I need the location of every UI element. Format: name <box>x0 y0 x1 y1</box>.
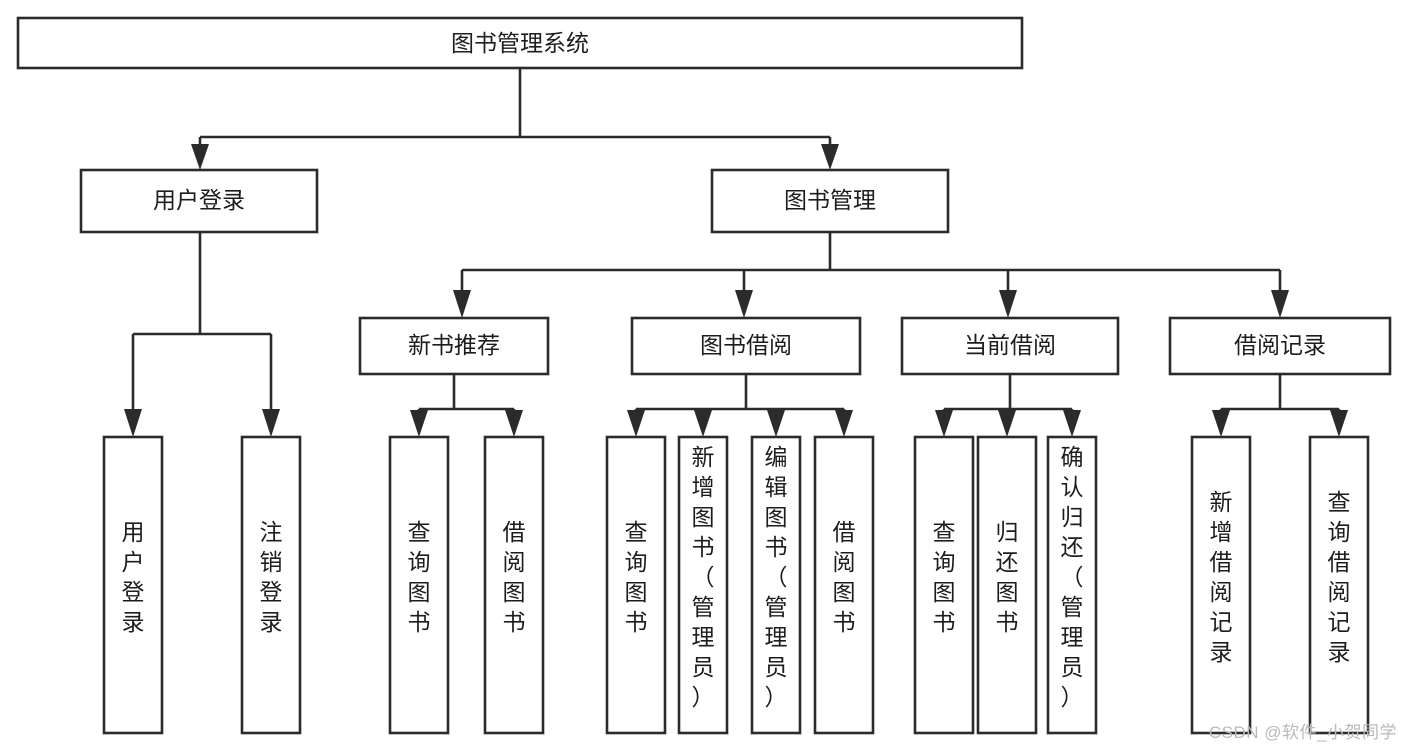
node-leaf-query-book-3-rect[interactable] <box>913 435 975 735</box>
node-leaf-user-login-label: 用户登录 <box>122 519 145 635</box>
node-leaf-return-book-label: 归还图书 <box>996 519 1019 635</box>
node-leaf-add-borrow-record[interactable]: 新增借阅记录 <box>1190 435 1252 735</box>
node-book-manage-label: 图书管理 <box>784 187 876 213</box>
node-leaf-borrow-book-2-label: 借阅图书 <box>833 519 856 635</box>
connector-book-manage-trunk <box>460 232 1282 292</box>
node-leaf-edit-book-admin-rect[interactable] <box>750 435 802 735</box>
node-leaf-query-book-2[interactable]: 查询图书 <box>605 435 667 735</box>
arrow-to-book-borrow <box>735 290 753 318</box>
connector-borrow-record-trunk <box>1219 374 1341 416</box>
node-current-borrow-rect[interactable] <box>900 316 1120 376</box>
arrow-to-user-login <box>191 144 209 170</box>
node-leaf-query-book-3[interactable]: 查询图书 <box>913 435 975 735</box>
node-book-manage-rect[interactable] <box>710 168 950 234</box>
node-new-book-recommend-label: 新书推荐 <box>408 332 500 358</box>
node-leaf-return-book-rect[interactable] <box>976 435 1038 735</box>
node-leaf-add-book-admin-label: 新增图书（管理员） <box>692 444 715 710</box>
node-leaf-return-book[interactable]: 归还图书 <box>976 435 1038 735</box>
node-new-book-recommend-rect[interactable] <box>358 316 550 376</box>
node-leaf-user-login-rect[interactable] <box>102 435 164 735</box>
node-leaf-add-book-admin[interactable]: 新增图书（管理员） <box>677 435 729 735</box>
arrow-to-leaf-query-book-2 <box>627 410 645 437</box>
arrow-to-leaf-return-book <box>998 410 1016 437</box>
node-current-borrow[interactable]: 当前借阅 <box>900 316 1120 376</box>
node-new-book-recommend[interactable]: 新书推荐 <box>358 316 550 376</box>
connector-new-book-recommend-trunk <box>417 374 516 416</box>
arrow-to-leaf-user-login <box>124 409 142 437</box>
node-leaf-borrow-book-2-rect[interactable] <box>813 435 875 735</box>
node-book-borrow[interactable]: 图书借阅 <box>630 316 862 376</box>
connector-layer <box>124 68 1348 437</box>
arrow-to-new-book-recommend <box>453 290 471 318</box>
node-leaf-query-book-1[interactable]: 查询图书 <box>388 435 450 735</box>
node-book-borrow-rect[interactable] <box>630 316 862 376</box>
node-leaf-confirm-return-admin[interactable]: 确认归还（管理员） <box>1046 435 1098 735</box>
node-leaf-query-book-1-rect[interactable] <box>388 435 450 735</box>
node-leaf-add-borrow-record-label: 新增借阅记录 <box>1210 489 1233 665</box>
node-leaf-edit-book-admin[interactable]: 编辑图书（管理员） <box>750 435 802 735</box>
arrow-to-leaf-query-book-3 <box>935 410 953 437</box>
node-user-login[interactable]: 用户登录 <box>79 168 319 234</box>
node-leaf-user-login[interactable]: 用户登录 <box>102 435 164 735</box>
node-user-login-label: 用户登录 <box>153 187 245 213</box>
arrow-to-leaf-add-book-admin <box>694 410 712 437</box>
node-leaf-confirm-return-admin-rect[interactable] <box>1046 435 1098 735</box>
node-user-login-rect[interactable] <box>79 168 319 234</box>
arrow-to-leaf-query-borrow-record <box>1330 410 1348 437</box>
arrow-to-leaf-borrow-book-2 <box>835 410 853 437</box>
node-leaf-add-book-admin-rect[interactable] <box>677 435 729 735</box>
node-root-rect[interactable] <box>16 16 1024 70</box>
node-leaf-borrow-book-1[interactable]: 借阅图书 <box>483 435 545 735</box>
node-leaf-query-book-2-label: 查询图书 <box>625 519 648 635</box>
arrow-to-book-manage <box>821 144 839 170</box>
connector-root-trunk <box>198 68 832 152</box>
arrow-to-current-borrow <box>999 290 1017 318</box>
arrow-to-borrow-record <box>1271 290 1289 318</box>
node-leaf-query-book-2-rect[interactable] <box>605 435 667 735</box>
node-root-label: 图书管理系统 <box>451 30 589 56</box>
connector-current-borrow-trunk <box>942 374 1074 416</box>
arrow-to-leaf-edit-book-admin <box>767 410 785 437</box>
leaf-nodes: 用户登录 注销登录 查询图书 借阅图书 查询图书 <box>102 435 1370 735</box>
node-current-borrow-label: 当前借阅 <box>964 332 1056 358</box>
connector-book-borrow-trunk <box>634 374 846 416</box>
node-leaf-borrow-book-1-label: 借阅图书 <box>503 519 526 635</box>
arrow-to-leaf-confirm-return-admin <box>1063 410 1081 437</box>
node-leaf-query-borrow-record[interactable]: 查询借阅记录 <box>1308 435 1370 735</box>
node-leaf-user-logout[interactable]: 注销登录 <box>240 435 302 735</box>
node-leaf-borrow-book-2[interactable]: 借阅图书 <box>813 435 875 735</box>
node-leaf-edit-book-admin-label: 编辑图书（管理员） <box>765 444 788 710</box>
arrow-to-leaf-query-book-1 <box>410 410 428 437</box>
node-book-manage[interactable]: 图书管理 <box>710 168 950 234</box>
csdn-watermark: CSDN @软件_小贺同学 <box>1208 723 1397 742</box>
node-book-borrow-label: 图书借阅 <box>700 332 792 358</box>
node-layer: 图书管理系统 用户登录 图书管理 新书推荐 图书借阅 当前 <box>16 16 1392 735</box>
node-leaf-query-borrow-record-label: 查询借阅记录 <box>1328 489 1351 665</box>
node-borrow-record-label: 借阅记录 <box>1234 332 1326 358</box>
connector-user-login-trunk <box>131 232 273 412</box>
node-leaf-query-borrow-record-rect[interactable] <box>1308 435 1370 735</box>
node-leaf-user-logout-label: 注销登录 <box>260 519 283 635</box>
node-leaf-borrow-book-1-rect[interactable] <box>483 435 545 735</box>
arrow-to-leaf-borrow-book-1 <box>505 410 523 437</box>
node-borrow-record-rect[interactable] <box>1168 316 1392 376</box>
node-leaf-query-book-3-label: 查询图书 <box>933 519 956 635</box>
arrow-to-leaf-user-logout <box>262 409 280 437</box>
arrow-to-leaf-add-borrow-record <box>1212 410 1230 437</box>
node-leaf-user-logout-rect[interactable] <box>240 435 302 735</box>
node-leaf-add-borrow-record-rect[interactable] <box>1190 435 1252 735</box>
node-leaf-query-book-1-label: 查询图书 <box>408 519 431 635</box>
node-root[interactable]: 图书管理系统 <box>16 16 1024 70</box>
node-leaf-confirm-return-admin-label: 确认归还（管理员） <box>1061 444 1084 710</box>
node-borrow-record[interactable]: 借阅记录 <box>1168 316 1392 376</box>
